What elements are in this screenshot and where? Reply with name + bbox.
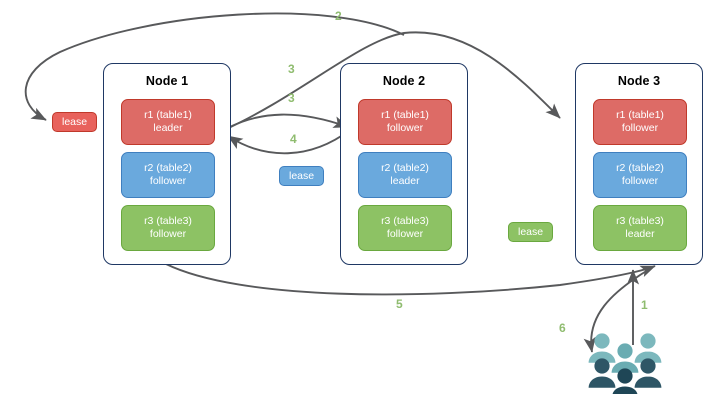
replica-box-r3[interactable]: r3 (table3) follower <box>121 205 215 251</box>
replica-name: r3 (table3) <box>616 215 664 227</box>
replica-name: r2 (table2) <box>616 162 664 174</box>
step-label-2: 2 <box>335 9 342 23</box>
replica-name: r3 (table3) <box>381 215 429 227</box>
node-title: Node 2 <box>382 74 426 88</box>
node-card-2[interactable]: Node 2 r1 (table1) follower r2 (table2) … <box>340 63 468 265</box>
step-label-1: 1 <box>641 298 648 312</box>
replica-name: r1 (table1) <box>381 109 429 121</box>
lease-badge-green[interactable]: lease <box>508 222 554 242</box>
replica-role: follower <box>149 228 187 240</box>
replica-box-r3[interactable]: r3 (table3) follower <box>358 205 452 251</box>
replica-role: follower <box>149 175 187 187</box>
lease-badge-blue[interactable]: lease <box>279 166 325 186</box>
replica-box-r2[interactable]: r2 (table2) follower <box>593 152 687 198</box>
replica-role: leader <box>625 228 655 240</box>
replica-name: r2 (table2) <box>381 162 429 174</box>
replica-role: leader <box>390 175 420 187</box>
step-label-4: 4 <box>290 132 297 146</box>
node-card-3[interactable]: Node 3 r1 (table1) follower r2 (table2) … <box>575 63 703 265</box>
replica-role: follower <box>621 175 659 187</box>
replica-role: follower <box>621 122 659 134</box>
replica-box-r1[interactable]: r1 (table1) follower <box>358 99 452 145</box>
step-label-3b: 3 <box>288 91 295 105</box>
replica-name: r1 (table1) <box>144 109 192 121</box>
step-label-3a: 3 <box>288 62 295 76</box>
replica-box-r2[interactable]: r2 (table2) leader <box>358 152 452 198</box>
lease-badge-red[interactable]: lease <box>52 112 98 132</box>
replica-box-r1[interactable]: r1 (table1) leader <box>121 99 215 145</box>
node-title: Node 3 <box>617 74 661 88</box>
node-title: Node 1 <box>145 74 189 88</box>
users-group-icon <box>588 333 662 394</box>
replica-name: r3 (table3) <box>144 215 192 227</box>
replica-role: follower <box>386 122 424 134</box>
step-label-6: 6 <box>559 321 566 335</box>
arrow-step-4 <box>227 129 351 155</box>
replica-role: follower <box>386 228 424 240</box>
arrow-step-5 <box>165 263 656 296</box>
replica-role: leader <box>153 122 183 134</box>
arrow-step-3-to-node2 <box>223 113 349 131</box>
replica-box-r2[interactable]: r2 (table2) follower <box>121 152 215 198</box>
replica-box-r1[interactable]: r1 (table1) follower <box>593 99 687 145</box>
replica-box-r3[interactable]: r3 (table3) leader <box>593 205 687 251</box>
replica-name: r1 (table1) <box>616 109 664 121</box>
replica-name: r2 (table2) <box>144 162 192 174</box>
node-card-1[interactable]: Node 1 r1 (table1) leader r2 (table2) fo… <box>103 63 231 265</box>
step-label-5: 5 <box>396 297 403 311</box>
